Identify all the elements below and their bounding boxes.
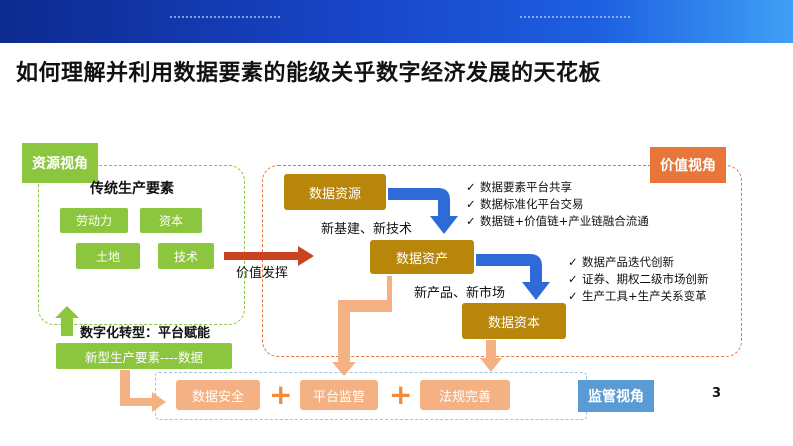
stage-data-asset: 数据资产 (370, 240, 474, 274)
supervision-regulation: 法规完善 (420, 380, 510, 410)
value-view-tag: 价值视角 (650, 147, 726, 183)
check-icon: ✓ (466, 214, 476, 228)
check-icon: ✓ (568, 255, 578, 269)
page-title: 如何理解并利用数据要素的能级关乎数字经济发展的天花板 (16, 61, 602, 86)
check-icon: ✓ (568, 272, 578, 286)
resource-to-asset-arrow (388, 188, 458, 234)
plus-icon: + (269, 378, 293, 411)
list-item: ✓数据标准化平台交易 (466, 197, 584, 211)
traditional-factors-heading: 传统生产要素 (90, 181, 174, 197)
factor-capital: 资本 (140, 208, 202, 233)
stage-data-resource: 数据资源 (284, 174, 386, 210)
factor-technology: 技术 (158, 243, 214, 269)
page-number: 3 (712, 386, 722, 401)
check-icon: ✓ (568, 289, 578, 303)
supervision-platform: 平台监管 (300, 380, 378, 410)
banner-dots (520, 16, 630, 20)
new-factor-box: 新型生产要素----数据 (56, 343, 232, 369)
transform-up-arrow (55, 306, 79, 336)
factor-labor: 劳动力 (60, 208, 128, 233)
check-icon: ✓ (466, 180, 476, 194)
value-play-label: 价值发挥 (236, 266, 289, 281)
asset-bullet-list: ✓数据要素平台共享 ✓数据标准化平台交易 ✓数据链+价值链+产业链融合流通 (466, 179, 649, 230)
check-icon: ✓ (466, 197, 476, 211)
header-banner (0, 0, 793, 43)
capital-bullet-list: ✓数据产品迭代创新 ✓证券、期权二级市场创新 ✓生产工具+生产关系变革 (568, 254, 709, 305)
list-item: ✓数据要素平台共享 (466, 180, 572, 194)
resource-view-tag: 资源视角 (22, 143, 98, 183)
supervision-view-tag: 监管视角 (578, 380, 654, 412)
list-item: ✓证券、期权二级市场创新 (568, 272, 709, 286)
capital-to-regulation-arrow (480, 340, 502, 372)
list-item: ✓数据产品迭代创新 (568, 255, 674, 269)
asset-to-platform-connector (332, 276, 392, 376)
value-play-arrow (224, 246, 314, 266)
infra-label: 新基建、新技术 (321, 222, 413, 237)
supervision-data-security: 数据安全 (176, 380, 260, 410)
list-item: ✓数据链+价值链+产业链融合流通 (466, 214, 649, 228)
plus-icon: + (389, 378, 413, 411)
market-label: 新产品、新市场 (414, 286, 506, 301)
asset-to-capital-arrow (476, 254, 550, 300)
list-item: ✓生产工具+生产关系变革 (568, 289, 707, 303)
value-region (262, 165, 742, 357)
resource-region (38, 165, 245, 325)
factor-land: 土地 (76, 243, 140, 269)
factor-to-security-connector (120, 370, 166, 412)
stage-data-capital: 数据资本 (462, 303, 566, 339)
digital-transform-label: 数字化转型：平台赋能 (80, 326, 211, 341)
banner-dots (170, 16, 280, 20)
